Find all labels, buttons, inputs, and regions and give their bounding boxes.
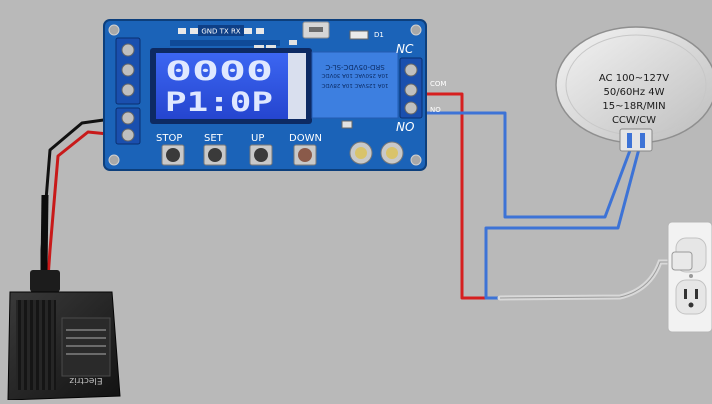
- motor-spec-2: 50/60Hz 4W: [603, 87, 664, 98]
- set-button-label: SET: [204, 133, 224, 144]
- wall-outlet: [667, 221, 712, 333]
- capacitor-2: [380, 141, 404, 165]
- power-adapter: Electriz: [7, 270, 121, 401]
- d1-label: D1: [374, 31, 384, 39]
- terminal-no-wire-label: NO: [430, 106, 441, 114]
- up-button-label: UP: [251, 133, 264, 144]
- synchronous-motor: AC 100~127V 50/60Hz 4W 15~18R/MIN CCW/CW: [555, 26, 712, 152]
- terminal-com-label: COM: [430, 80, 446, 88]
- stop-button[interactable]: [161, 144, 185, 166]
- relay-label-1: SRD-05VDC-SL-C: [325, 63, 384, 71]
- header-label: GND TX RX: [201, 28, 240, 36]
- motor-spec-3: 15~18R/MIN: [602, 101, 665, 112]
- terminal-nc-label: NC: [396, 42, 414, 56]
- terminal-no-label: NO: [396, 120, 414, 134]
- lcd-line-2: P1:0P: [165, 87, 273, 118]
- capacitor-1: [349, 141, 373, 165]
- motor-spec-1: AC 100~127V: [599, 73, 669, 84]
- up-button[interactable]: [249, 144, 273, 166]
- wire-blue-no: [422, 111, 634, 219]
- outlet-cord: [497, 259, 681, 301]
- down-button[interactable]: [293, 144, 317, 166]
- adapter-brand: Electriz: [69, 375, 102, 385]
- set-button[interactable]: [203, 144, 227, 166]
- relay: [311, 51, 399, 119]
- wire-red-com: [422, 92, 505, 300]
- timer-relay-board: GND TX RX D1 0000 P1:0P SRD-05VDC-SL-C 1…: [103, 19, 427, 171]
- down-button-label: DOWN: [289, 133, 322, 144]
- stop-button-label: STOP: [156, 133, 182, 144]
- relay-label-2: 10A 250VAC 10A 30VDC: [321, 72, 388, 78]
- lcd-line-1: 0000: [165, 56, 273, 87]
- wire-blue-motor-return: [484, 144, 642, 300]
- outlet-cord-outline: [499, 261, 678, 299]
- relay-label-3: 10A 125VAC 10A 28VDC: [321, 82, 388, 88]
- power-cable-sheath: [40, 194, 49, 271]
- wire-red-power: [46, 130, 119, 279]
- lcd-display: [156, 53, 306, 119]
- motor-spec-4: CCW/CW: [612, 115, 656, 126]
